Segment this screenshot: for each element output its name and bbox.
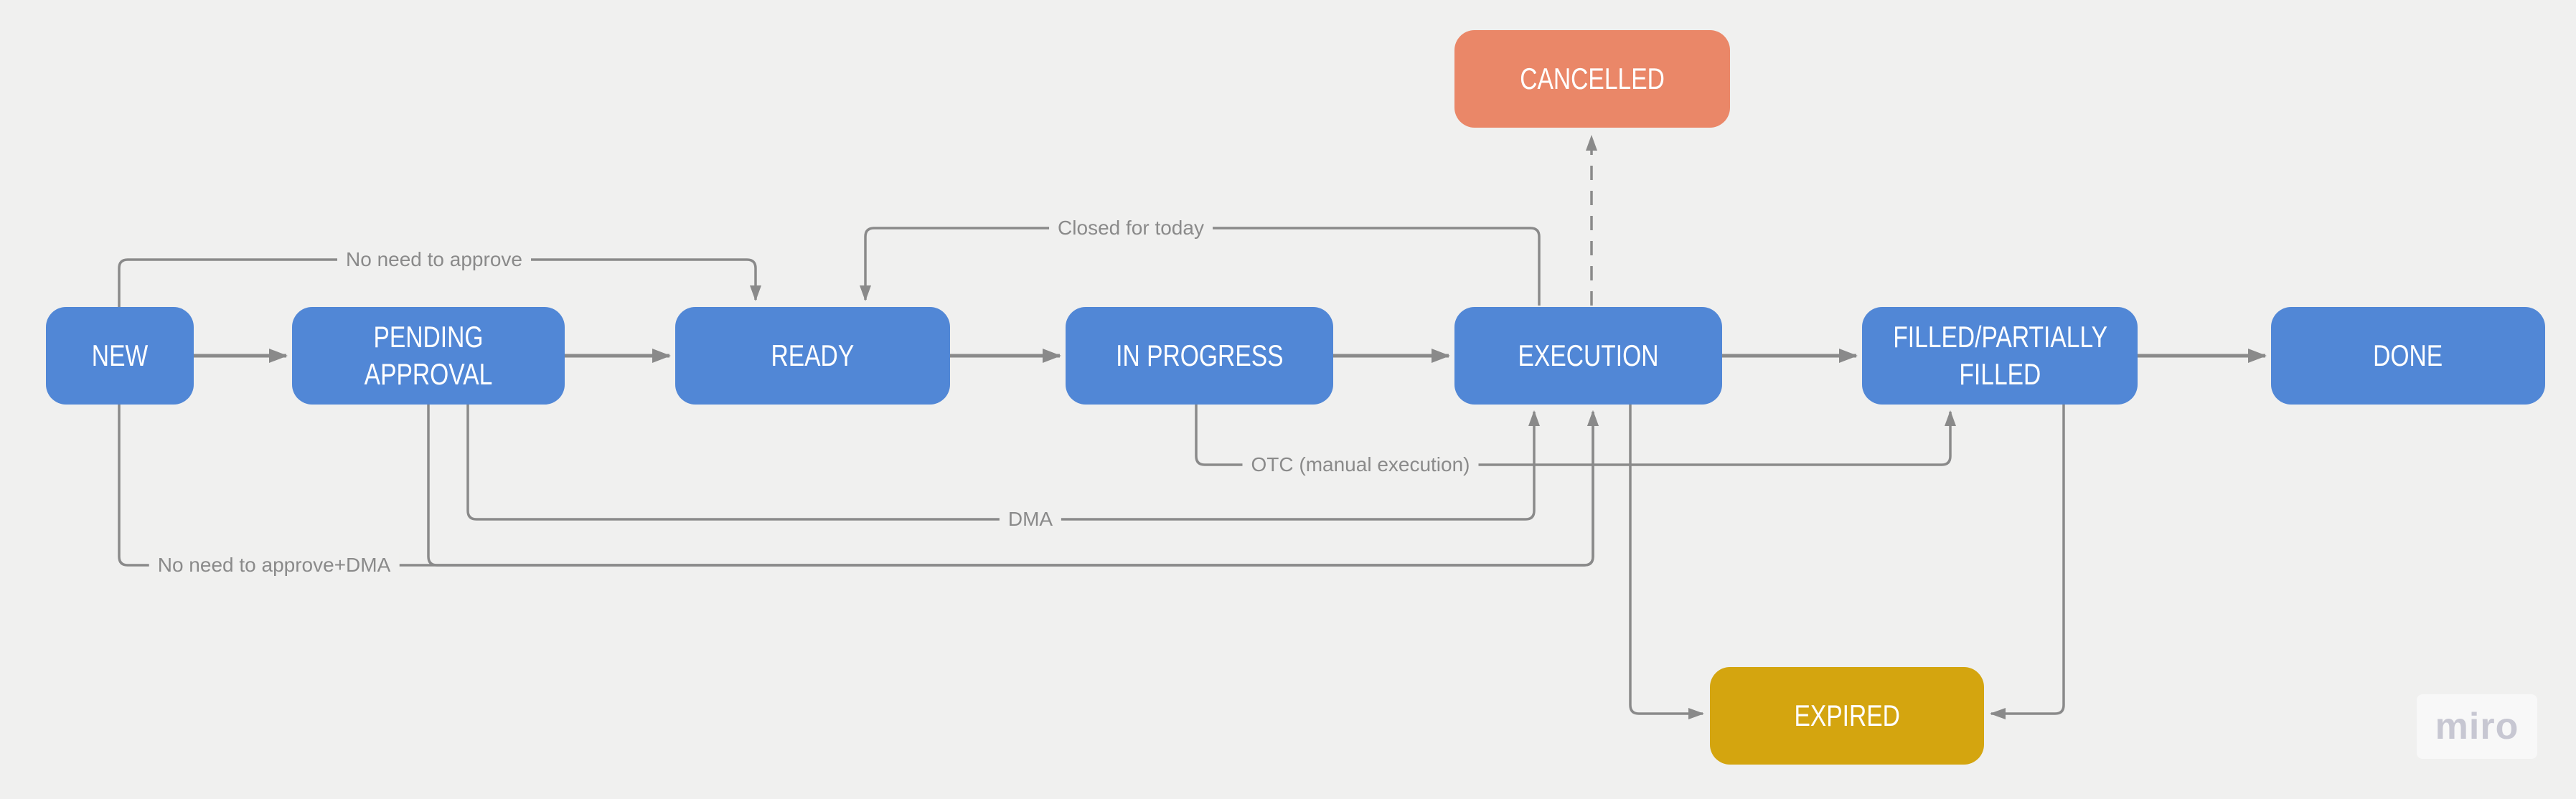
node-execution-label: EXECUTION xyxy=(1518,338,1659,372)
edge-label-no-need-to-approve[interactable]: No need to approve xyxy=(337,247,531,273)
edge-label-no-need-to-approve-dma[interactable]: No need to approve+DMA xyxy=(149,552,400,578)
node-new-label: NEW xyxy=(91,338,149,372)
node-execution[interactable]: EXECUTION xyxy=(1454,307,1722,405)
node-cancelled-label: CANCELLED xyxy=(1520,61,1665,95)
node-pending-approval[interactable]: PENDING APPROVAL xyxy=(292,307,565,405)
node-ready-label: READY xyxy=(771,338,855,372)
miro-watermark-text: miro xyxy=(2435,706,2519,747)
node-done[interactable]: DONE xyxy=(2271,307,2545,405)
node-done-label: DONE xyxy=(2373,338,2443,372)
edge-execution-to-expired[interactable] xyxy=(1629,405,1704,719)
node-filled-partially-filled-label: FILLED/PARTIALLY FILLED xyxy=(1892,319,2107,392)
edge-filled-to-expired[interactable] xyxy=(1990,405,2065,719)
node-new[interactable]: NEW xyxy=(46,307,194,405)
edge-label-closed-for-today[interactable]: Closed for today xyxy=(1049,215,1213,241)
node-in-progress-label: IN PROGRESS xyxy=(1115,338,1284,372)
node-expired[interactable]: EXPIRED xyxy=(1710,667,1984,765)
node-pending-approval-label: PENDING APPROVAL xyxy=(364,319,493,392)
edge-label-dma[interactable]: DMA xyxy=(999,506,1062,532)
edge-label-otc-manual-execution[interactable]: OTC (manual execution) xyxy=(1242,452,1479,478)
node-cancelled[interactable]: CANCELLED xyxy=(1454,30,1730,128)
node-in-progress[interactable]: IN PROGRESS xyxy=(1066,307,1333,405)
edge-in-progress-to-filled-otc[interactable] xyxy=(1195,405,1956,466)
node-filled-partially-filled[interactable]: FILLED/PARTIALLY FILLED xyxy=(1862,307,2138,405)
edge-new-to-execution-no-need-to-approve-dma[interactable] xyxy=(118,405,1599,567)
node-ready[interactable]: READY xyxy=(675,307,950,405)
edge-pending-approval-to-execution-merged[interactable] xyxy=(427,405,1599,567)
node-expired-label: EXPIRED xyxy=(1794,698,1900,732)
miro-watermark: miro xyxy=(2417,694,2537,759)
